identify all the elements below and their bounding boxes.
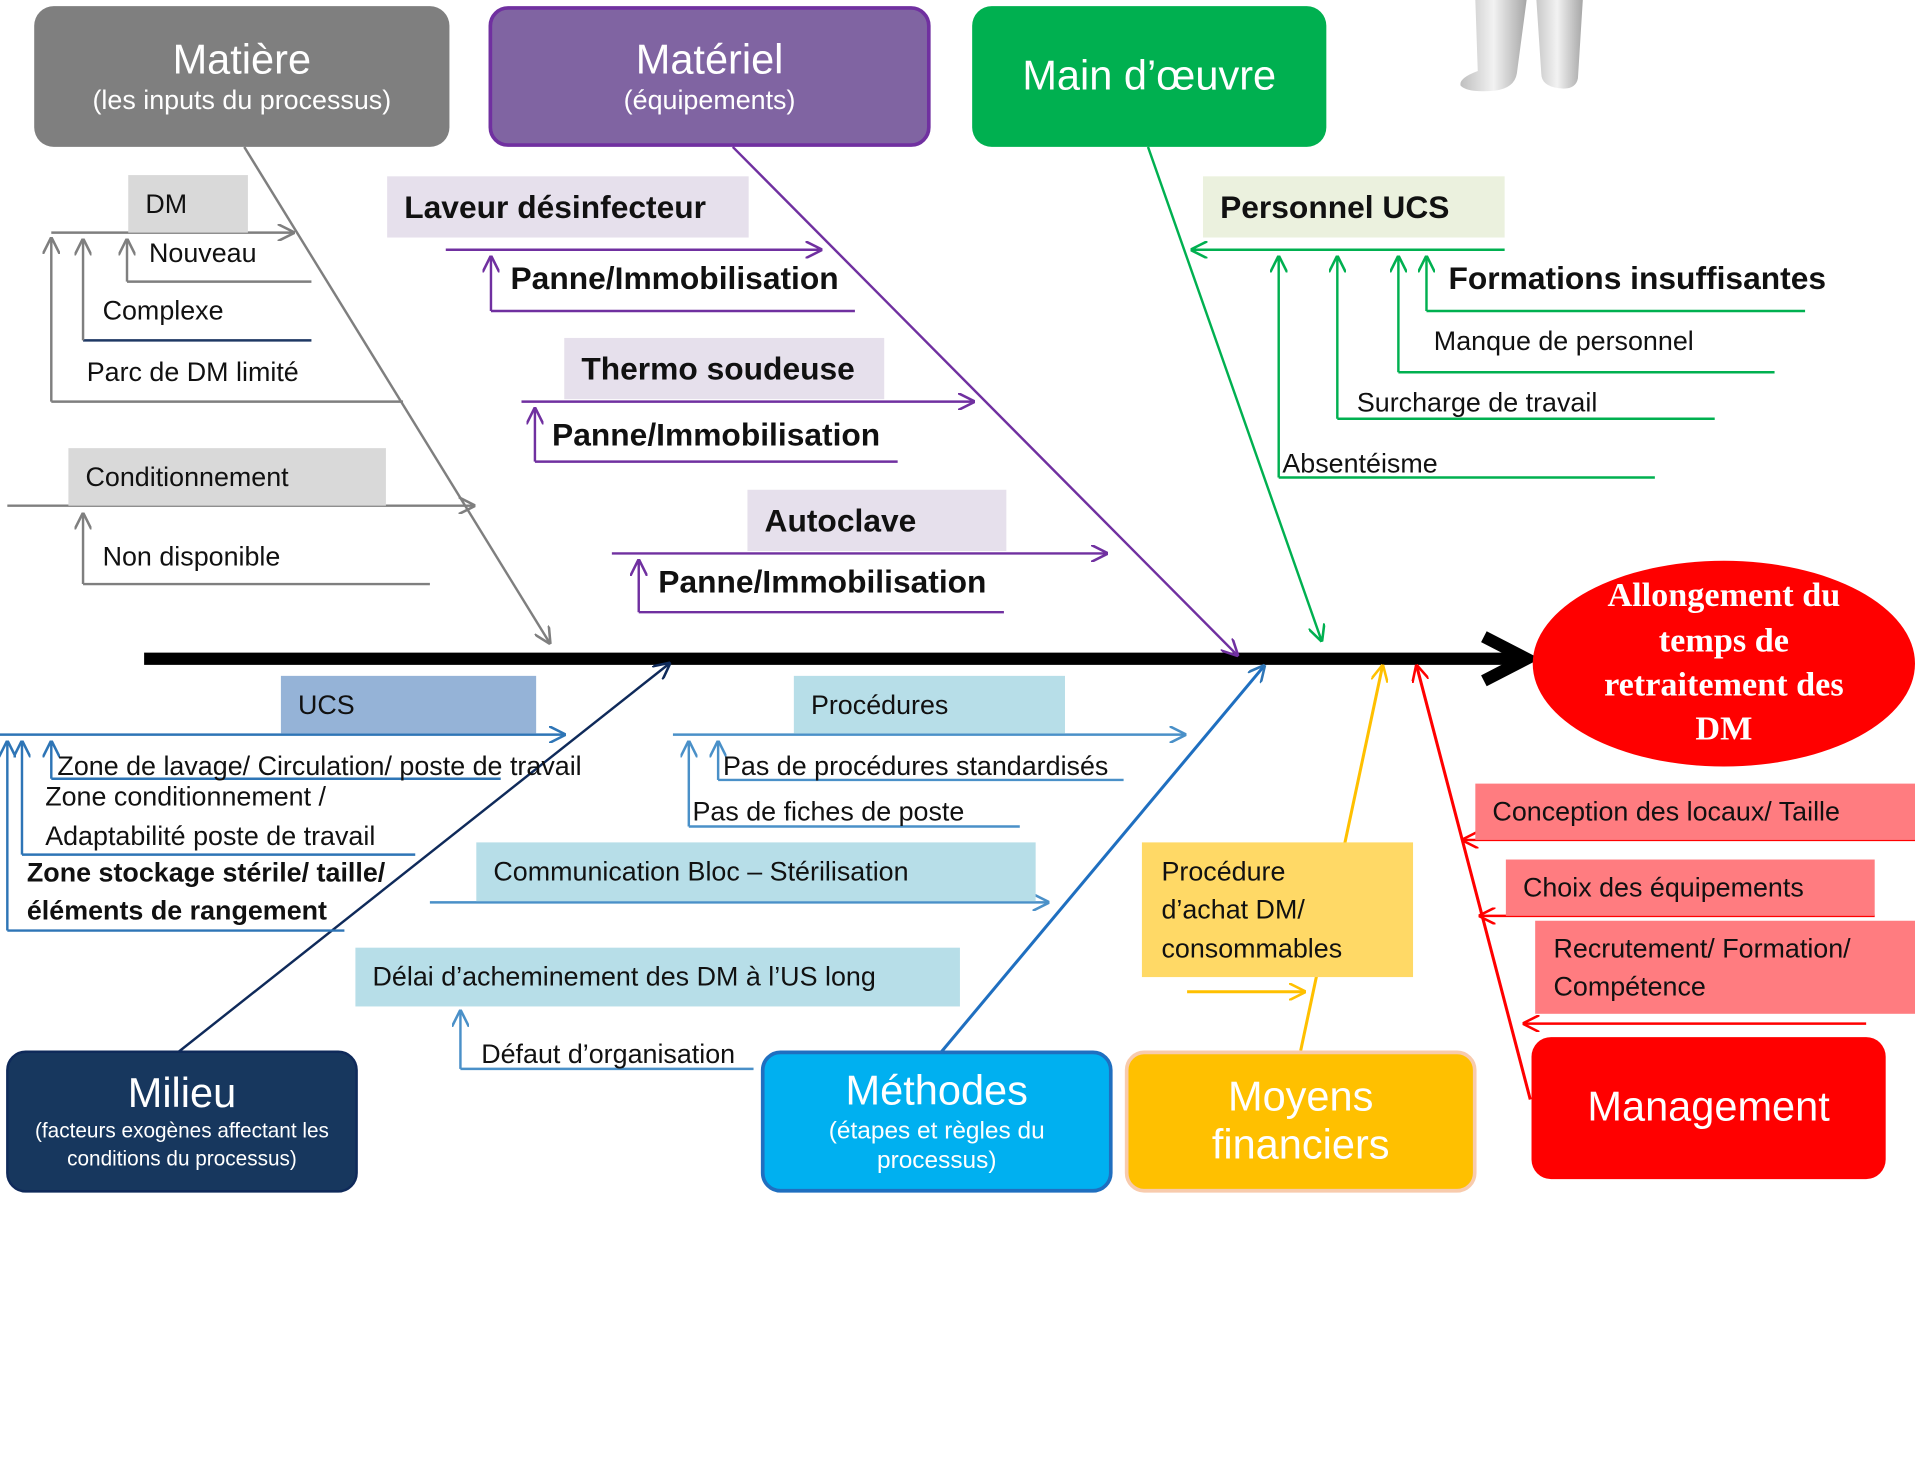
category-methodes: Méthodes (étapes et règles du processus) [760,1050,1113,1193]
matiere-complexe: Complexe [102,295,224,326]
milieu-ucs-label: UCS [297,688,355,720]
methodes-procedures-box: Procédures [793,675,1065,734]
materiel-panne-1: Panne/Immobilisation [510,259,839,297]
category-methodes-title: Méthodes [845,1068,1028,1115]
management-recrutement-label: Recrutement/ Formation/ Compétence [1553,932,1851,1002]
category-materiel-subtitle: (équipements) [623,84,796,115]
category-methodes-subtitle: (étapes et règles du processus) [828,1117,1045,1174]
methodes-delai-label: Délai d’acheminement des DM à l’US long [372,961,876,992]
matiere-parc: Parc de DM limité [86,356,299,387]
main-personnel-label: Personnel UCS [1220,187,1450,225]
category-moyens-financiers-title: Moyens financiers [1211,1073,1390,1169]
methodes-defaut: Défaut d’organisation [481,1038,736,1069]
spine-arrowhead [1481,631,1540,687]
matiere-nouveau: Nouveau [148,237,257,269]
methodes-procedures-label: Procédures [810,688,949,720]
milieu-zone-stock-1: Zone stockage stérile/ taille/ [26,857,386,888]
main-surcharge: Surcharge de travail [1356,386,1598,418]
milieu-zone-cond-1: Zone conditionnement / [45,781,327,812]
materiel-panne-3: Panne/Immobilisation [658,563,987,600]
category-matiere-subtitle: (les inputs du processus) [92,84,392,115]
matiere-non-disponible: Non disponible [102,541,281,572]
matiere-dm-label: DM [145,187,188,219]
moyens-procedure-label: Procédure d’achat DM/ consommables [1161,856,1343,964]
materiel-autoclave-label: Autoclave [764,501,917,539]
materiel-autoclave-box: Autoclave [747,489,1007,551]
main-personnel-box: Personnel UCS [1202,176,1505,238]
management-recrutement-box: Recrutement/ Formation/ Compétence [1535,920,1915,1014]
category-management-title: Management [1587,1084,1830,1131]
methodes-communication-box: Communication Bloc – Stérilisation [476,842,1036,902]
milieu-zone-stock-2: éléments de rangement [26,895,328,926]
effect-label: Allongement du temps de retraitement des… [1604,576,1844,749]
category-matiere: Matière (les inputs du processus) [34,6,450,147]
materiel-thermo-box: Thermo soudeuse [564,337,885,400]
category-milieu-title: Milieu [127,1070,237,1118]
effect-ellipse: Allongement du temps de retraitement des… [1532,560,1915,767]
milieu-zone-cond-2: Adaptabilité poste de travail [45,820,376,851]
methodes-communication-label: Communication Bloc – Stérilisation [493,855,909,887]
materiel-thermo-label: Thermo soudeuse [581,349,855,387]
figure-illustration [1404,0,1673,96]
methodes-delai-box: Délai d’acheminement des DM à l’US long [355,947,960,1007]
matiere-conditionnement-box: Conditionnement [68,448,386,506]
main-absenteisme: Absentéisme [1282,448,1438,479]
main-manque: Manque de personnel [1433,325,1694,357]
matiere-dm-box: DM [128,175,248,233]
category-milieu-subtitle: (facteurs exogènes affectant les conditi… [34,1119,329,1170]
materiel-panne-2: Panne/Immobilisation [552,416,881,454]
category-materiel-title: Matériel [635,36,784,83]
category-main-oeuvre-title: Main d’œuvre [1022,52,1277,100]
materiel-laveur-box: Laveur désinfecteur [387,176,749,238]
moyens-procedure-box: Procédure d’achat DM/ consommables [1141,842,1414,978]
figure-legs-icon [1460,0,1583,92]
category-materiel: Matériel (équipements) [488,6,931,147]
main-formations: Formations insuffisantes [1448,259,1827,297]
milieu-ucs-box: UCS [280,675,537,734]
management-conception-label: Conception des locaux/ Taille [1492,795,1840,827]
category-matiere-title: Matière [172,36,312,83]
category-management: Management [1531,1037,1886,1180]
management-conception-box: Conception des locaux/ Taille [1475,783,1915,840]
methodes-pas-procedures: Pas de procédures standardisés [723,750,1109,782]
category-main-oeuvre: Main d’œuvre [972,6,1327,147]
management-choix-label: Choix des équipements [1522,871,1804,903]
milieu-zone-lavage: Zone de lavage/ Circulation/ poste de tr… [57,750,582,782]
category-milieu: Milieu (facteurs exogènes affectant les … [6,1050,358,1193]
methodes-pas-fiches: Pas de fiches de poste [692,795,965,827]
management-choix-box: Choix des équipements [1505,859,1875,916]
materiel-laveur-label: Laveur désinfecteur [404,187,707,225]
matiere-conditionnement-label: Conditionnement [85,460,289,492]
category-moyens-financiers: Moyens financiers [1124,1050,1477,1193]
